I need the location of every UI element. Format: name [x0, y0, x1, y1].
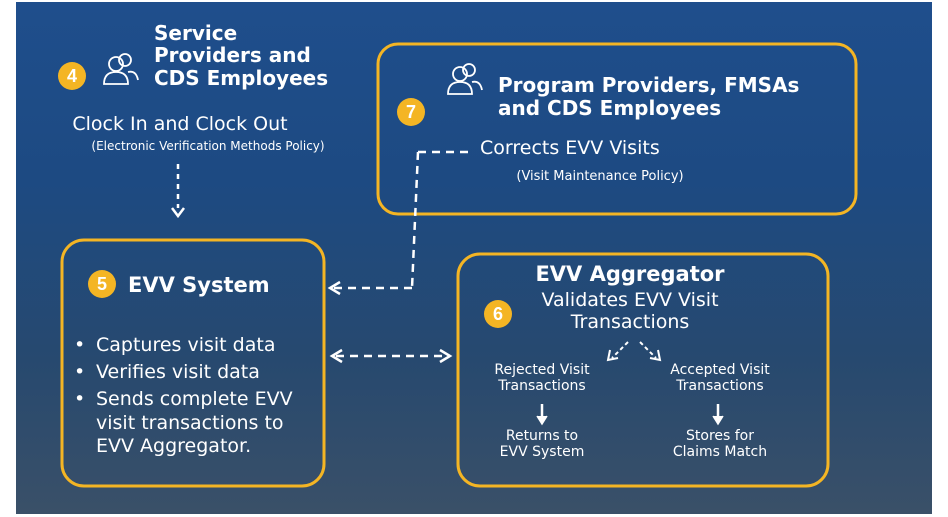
step-badge-7: 7 — [397, 98, 425, 126]
corrects-evv-visits-label: Corrects EVV Visits — [480, 137, 660, 159]
step-badge-4: 4 — [58, 62, 86, 90]
box-evv-aggregator — [456, 252, 830, 488]
service-providers-title: Service Providers and CDS Employees — [154, 21, 329, 90]
stores-claims-match-label: Stores for Claims Match — [672, 428, 768, 461]
visit-maintenance-policy-label: (Visit Maintenance Policy) — [516, 169, 684, 184]
validates-label: Validates EVV Visit Transactions — [541, 289, 719, 333]
step-badge-5: 5 — [88, 270, 116, 298]
list-item: Sends complete EVV visit transactions to… — [74, 388, 318, 458]
accepted-transactions-label: Accepted Visit Transactions — [670, 362, 770, 395]
rejected-transactions-label: Rejected Visit Transactions — [494, 362, 590, 395]
clock-in-out-label: Clock In and Clock Out — [72, 113, 288, 135]
person-group-icon — [447, 63, 483, 95]
evm-policy-label: (Electronic Verification Methods Policy) — [91, 139, 325, 153]
list-item: Verifies visit data — [74, 361, 318, 384]
program-providers-title: Program Providers, FMSAs and CDS Employe… — [498, 73, 800, 120]
evv-system-bullets: Captures visit data Verifies visit data … — [74, 334, 318, 462]
evv-system-title: EVV System — [128, 273, 270, 297]
list-item: Captures visit data — [74, 334, 318, 357]
person-group-icon — [103, 53, 139, 85]
box-evv-system — [60, 238, 326, 488]
step-badge-6: 6 — [484, 300, 512, 328]
box-program-providers — [376, 42, 858, 216]
returns-to-system-label: Returns to EVV System — [499, 428, 585, 461]
evv-aggregator-title: EVV Aggregator — [535, 262, 725, 286]
